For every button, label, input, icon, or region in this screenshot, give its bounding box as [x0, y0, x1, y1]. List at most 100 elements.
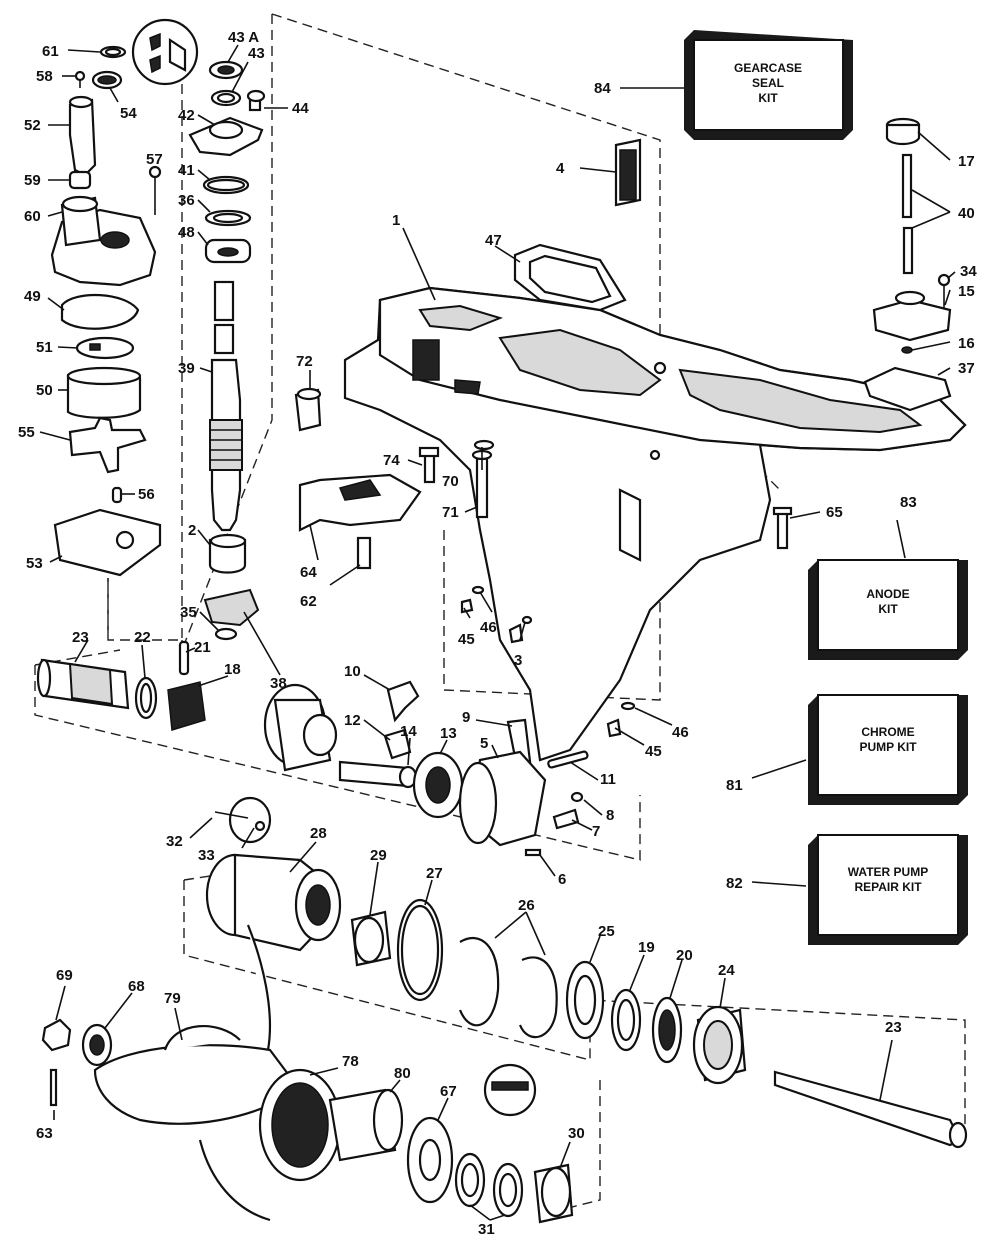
callout-15: 15	[958, 283, 975, 300]
callout-5: 5	[480, 735, 488, 752]
callout-14: 14	[400, 723, 417, 740]
callout-84: 84	[594, 80, 611, 97]
kit-chrome-pump: CHROME PUMP KIT 81	[726, 694, 968, 805]
callout-38: 38	[270, 675, 287, 692]
callout-20: 20	[676, 947, 693, 964]
driveshaft-parts	[131, 18, 338, 772]
callout-labels: 61 58 52 54 59 57 60 49 51 50 55 56 53 4…	[18, 29, 977, 1238]
gearcase-seal-kit-line1: GEARCASE	[734, 61, 802, 75]
callout-4: 4	[556, 160, 565, 177]
water-pump-parts	[50, 45, 162, 577]
callout-70: 70	[442, 473, 459, 490]
callout-6: 6	[558, 871, 566, 888]
callout-63: 63	[36, 1125, 53, 1142]
callout-8: 8	[606, 807, 614, 824]
callout-54: 54	[120, 105, 137, 122]
kit-water-pump: WATER PUMP REPAIR KIT 82	[726, 834, 968, 945]
callout-71: 71	[442, 504, 459, 521]
propeller-parts	[41, 924, 574, 1224]
callout-35: 35	[180, 604, 197, 621]
callout-44: 44	[292, 100, 309, 117]
callout-62: 62	[300, 593, 317, 610]
callout-61: 61	[42, 43, 59, 60]
callout-33: 33	[198, 847, 215, 864]
anode-kit-line2: KIT	[878, 602, 898, 616]
callout-37: 37	[958, 360, 975, 377]
chrome-pump-kit-line2: PUMP KIT	[859, 740, 917, 754]
callout-43: 43	[248, 45, 265, 62]
callout-26: 26	[518, 897, 535, 914]
callout-48: 48	[178, 224, 195, 241]
callout-65: 65	[826, 504, 843, 521]
callout-42: 42	[178, 107, 195, 124]
callout-78: 78	[342, 1053, 359, 1070]
callout-72: 72	[296, 353, 313, 370]
callout-24: 24	[718, 962, 735, 979]
callout-40: 40	[958, 205, 975, 222]
callout-30: 30	[568, 1125, 585, 1142]
kit-anode: ANODE KIT 83	[808, 494, 968, 660]
water-pump-kit-line1: WATER PUMP	[848, 865, 928, 879]
callout-49: 49	[24, 288, 41, 305]
callout-69: 69	[56, 967, 73, 984]
shift-and-shaft-parts	[36, 640, 589, 857]
kit-gearcase-seal: GEARCASE SEAL KIT 84	[594, 30, 853, 140]
callout-25: 25	[598, 923, 615, 940]
callout-16: 16	[958, 335, 975, 352]
callout-57: 57	[146, 151, 163, 168]
chrome-pump-kit-line1: CHROME	[861, 725, 914, 739]
callout-39: 39	[178, 360, 195, 377]
callout-46a: 46	[480, 619, 497, 636]
callout-1: 1	[392, 212, 400, 229]
callout-18: 18	[224, 661, 241, 678]
callout-23a: 23	[72, 629, 89, 646]
callout-47: 47	[485, 232, 502, 249]
callout-58: 58	[36, 68, 53, 85]
callout-13: 13	[440, 725, 457, 742]
callout-52: 52	[24, 117, 41, 134]
callout-41: 41	[178, 162, 195, 179]
callout-19: 19	[638, 939, 655, 956]
callout-67: 67	[440, 1083, 457, 1100]
callout-28: 28	[310, 825, 327, 842]
gearcase-seal-kit-line3: KIT	[758, 91, 778, 105]
callout-64: 64	[300, 564, 317, 581]
callout-59: 59	[24, 172, 41, 189]
callout-80: 80	[394, 1065, 411, 1082]
callout-55: 55	[18, 424, 35, 441]
callout-12: 12	[344, 712, 361, 729]
callout-31: 31	[478, 1221, 495, 1238]
callout-45a: 45	[458, 631, 475, 648]
callout-45b: 45	[645, 743, 662, 760]
callout-53: 53	[26, 555, 43, 572]
leader-lines	[39, 44, 956, 1221]
callout-29: 29	[370, 847, 387, 864]
callout-79: 79	[164, 990, 181, 1007]
callout-27: 27	[426, 865, 443, 882]
callout-3: 3	[514, 652, 522, 669]
anode-kit-line1: ANODE	[866, 587, 909, 601]
callout-46b: 46	[672, 724, 689, 741]
callout-56: 56	[138, 486, 155, 503]
callout-82: 82	[726, 875, 743, 892]
gear-bearing-parts	[205, 796, 968, 1149]
callout-83: 83	[900, 494, 917, 511]
callout-50: 50	[36, 382, 53, 399]
gearcase-seal-kit-line2: SEAL	[752, 76, 784, 90]
callout-68: 68	[128, 978, 145, 995]
callout-74: 74	[383, 452, 400, 469]
callout-36: 36	[178, 192, 195, 209]
callout-43a: 43 A	[228, 29, 259, 46]
callout-21: 21	[194, 639, 211, 656]
callout-60: 60	[24, 208, 41, 225]
callout-10: 10	[344, 663, 361, 680]
callout-22: 22	[134, 629, 151, 646]
water-pump-kit-line2: REPAIR KIT	[854, 880, 922, 894]
callout-81: 81	[726, 777, 743, 794]
callout-23b: 23	[885, 1019, 902, 1036]
callout-51: 51	[36, 339, 53, 356]
callout-7: 7	[592, 823, 600, 840]
callout-32: 32	[166, 833, 183, 850]
callout-11: 11	[600, 771, 616, 788]
